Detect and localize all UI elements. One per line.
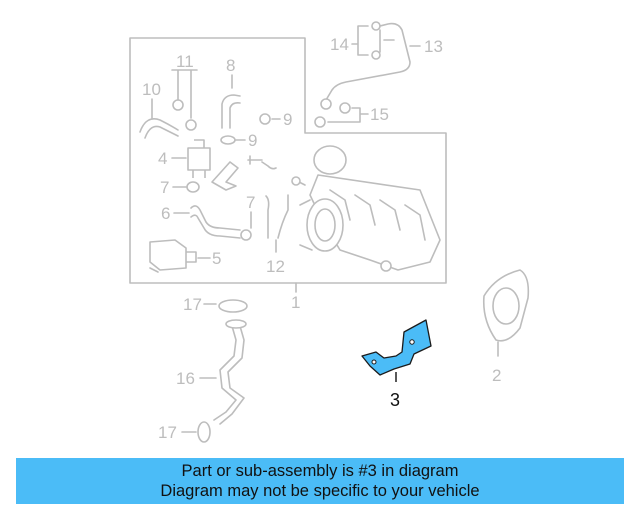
gasket-part-17b xyxy=(197,421,211,443)
coolant-line-part-16 xyxy=(213,325,245,425)
callout-1: 1 xyxy=(291,293,300,312)
bracket-part-3 xyxy=(361,319,432,376)
callout-5: 5 xyxy=(212,249,221,268)
oil-line-part-13 xyxy=(325,22,411,101)
callout-15: 15 xyxy=(370,105,389,124)
bolt-center xyxy=(247,155,277,170)
bracket-center xyxy=(211,161,239,191)
callout-12: 12 xyxy=(266,257,285,276)
bracket-part-3-hole-a xyxy=(409,339,415,345)
hose-part-6 xyxy=(190,205,241,239)
solenoid-part-5 xyxy=(149,239,197,271)
leader-line-15 xyxy=(327,107,369,123)
callout-11: 11 xyxy=(176,52,194,71)
parts-diagram: 1 10 11 8 9 9 4 7 7 6 5 12 xyxy=(129,21,530,443)
washer-part-15a xyxy=(339,102,351,114)
leader-line-14 xyxy=(351,25,369,56)
callout-14: 14 xyxy=(330,35,349,54)
gasket-part-17a xyxy=(218,299,248,313)
callout-16: 16 xyxy=(176,369,195,388)
callout-17b: 17 xyxy=(158,423,177,442)
washer-part-14a xyxy=(371,21,381,31)
callout-9a: 9 xyxy=(283,110,292,129)
bracket-part-3-hole-b xyxy=(371,359,377,365)
valve-part-4 xyxy=(187,139,211,178)
oil-line-fittings xyxy=(379,29,395,53)
washer-part-15b xyxy=(314,116,326,128)
leader-line-11 xyxy=(171,69,198,119)
banner-line-1: Part or sub-assembly is #3 in diagram xyxy=(181,462,459,480)
clamp-part-11a xyxy=(172,99,184,111)
hose-part-10 xyxy=(139,118,179,139)
clamp-part-11b xyxy=(185,119,197,131)
turbocharger-manifold-assembly xyxy=(291,145,441,272)
callout-6: 6 xyxy=(161,204,170,223)
clamp-part-7b xyxy=(240,229,252,241)
bolt-part-5 xyxy=(149,267,159,273)
banjo-fitting-13 xyxy=(320,98,332,110)
fitting-part-9a xyxy=(259,113,271,125)
callout-2: 2 xyxy=(492,366,501,385)
banner-line-2: Diagram may not be specific to your vehi… xyxy=(160,482,480,500)
assembly-box-outline xyxy=(129,37,447,284)
info-banner: Part or sub-assembly is #3 in diagram Di… xyxy=(16,458,624,504)
pipe-part-12 xyxy=(265,194,289,239)
callout-7b: 7 xyxy=(246,193,255,212)
callout-13: 13 xyxy=(424,37,443,56)
callout-4: 4 xyxy=(158,149,167,168)
callout-3: 3 xyxy=(390,390,400,410)
washer-part-14b xyxy=(371,50,381,60)
callout-7a: 7 xyxy=(160,178,169,197)
hose-part-8 xyxy=(221,94,241,129)
callout-17a: 17 xyxy=(183,295,202,314)
fitting-part-16-top xyxy=(225,319,247,329)
callout-9b: 9 xyxy=(248,131,257,150)
callout-10: 10 xyxy=(142,80,161,99)
clamp-part-7a xyxy=(186,181,200,193)
gasket-part-2-hole xyxy=(492,287,520,325)
callout-8: 8 xyxy=(226,56,235,75)
fitting-part-9b xyxy=(220,135,236,145)
gasket-part-2 xyxy=(482,269,530,342)
